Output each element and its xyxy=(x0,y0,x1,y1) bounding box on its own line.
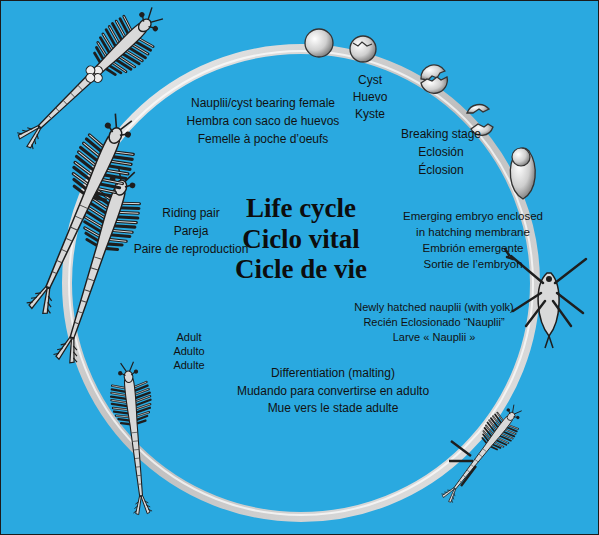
stage-label: Larve « Nauplii » xyxy=(393,331,476,343)
stage-label: Adult xyxy=(176,331,201,343)
stage-label: Adulte xyxy=(173,359,204,371)
stage-label: Hembra con saco de huevos xyxy=(187,115,340,128)
stage-label: Kyste xyxy=(355,108,385,121)
female-drawing xyxy=(7,1,174,160)
stage-label: Riding pair xyxy=(162,207,219,220)
stage-label: Cyst xyxy=(358,74,382,87)
center-title-line: Cicle de vie xyxy=(235,255,367,285)
stage-label: Sortie de l’embryon xyxy=(423,258,522,271)
stage-label: Éclosion xyxy=(418,164,463,177)
center-title-line: Life cycle xyxy=(246,194,356,224)
embryo-in-membrane xyxy=(510,148,535,199)
stage-label: Breaking stage xyxy=(401,128,481,141)
stage-label: Eclosión xyxy=(418,146,463,159)
center-title-line: Ciclo vital xyxy=(242,225,360,255)
stage-label: Adulto xyxy=(173,345,204,357)
riding-pair-drawing xyxy=(13,106,151,369)
stage-label: Differentiation (malting) xyxy=(271,367,395,380)
stage-label: Embrión emergente xyxy=(423,242,524,255)
stage-label: Newly hatched nauplii (with yolk) xyxy=(354,301,514,313)
stage-label: Nauplii/cyst bearing female xyxy=(191,97,335,110)
stage-label: Mudando para convertirse en adulto xyxy=(237,385,429,398)
juvenile-drawing xyxy=(434,399,529,509)
stage-label: Femelle à poche d’oeufs xyxy=(198,133,329,146)
stage-label: Emerging embryo enclosed xyxy=(403,210,543,223)
cycle-ring xyxy=(67,49,535,517)
adult-drawing xyxy=(108,360,163,516)
stage-label: Pareja xyxy=(174,225,209,238)
stage-label: in hatching membrane xyxy=(416,226,530,239)
stage-label: Recién Eclosionado “Nauplii” xyxy=(363,316,504,328)
stage-label: Huevo xyxy=(353,91,388,104)
stage-label: Paire de reproduction xyxy=(134,243,249,256)
stage-label: Mue vers le stade adulte xyxy=(268,402,399,415)
